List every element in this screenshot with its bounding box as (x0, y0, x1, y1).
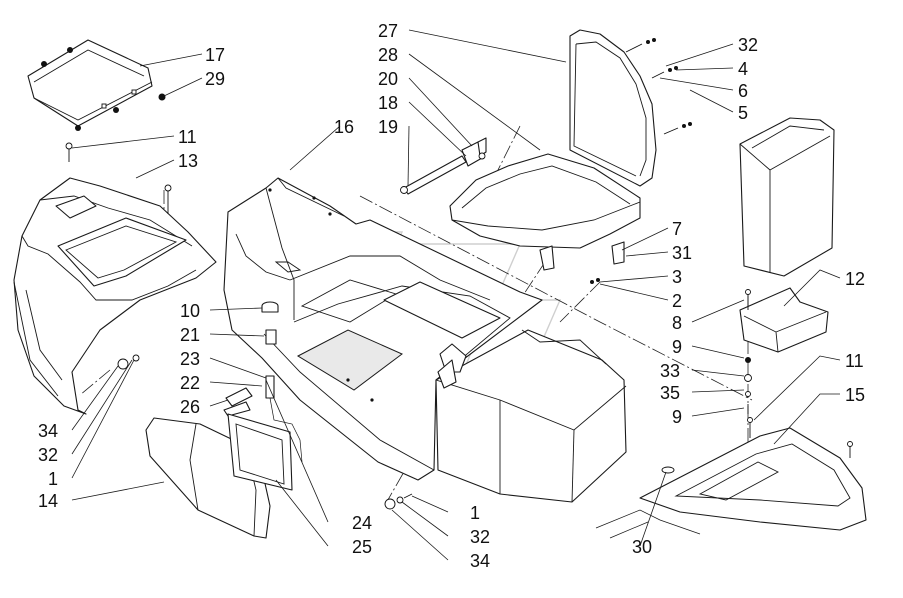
callout-5: 5 (738, 103, 748, 123)
callout-16: 16 (334, 117, 354, 137)
callout-15: 15 (845, 385, 865, 405)
callout-25: 25 (352, 537, 372, 557)
callout-26: 26 (180, 397, 200, 417)
callout-32-left: 32 (38, 445, 58, 465)
part-15-base-plate (595, 417, 867, 539)
callout-29: 29 (205, 69, 225, 89)
part-27-backrest (569, 29, 657, 187)
callout-1-bottom: 1 (470, 503, 480, 523)
callout-labels: 17 29 11 13 16 27 28 20 18 19 32 4 6 5 7… (38, 21, 865, 571)
callout-2: 2 (672, 291, 682, 311)
callout-3: 3 (672, 267, 682, 287)
callout-9-lower: 9 (672, 407, 682, 427)
callout-32-bottom: 32 (470, 527, 490, 547)
part-17-lid-plate (27, 39, 166, 131)
callout-23: 23 (180, 349, 200, 369)
callout-13: 13 (178, 151, 198, 171)
part-20-gas-spring (400, 137, 487, 195)
callout-31: 31 (672, 243, 692, 263)
callout-34-bottom: 34 (470, 551, 490, 571)
callout-22: 22 (180, 373, 200, 393)
leader-lines (71, 29, 841, 561)
callout-33: 33 (660, 361, 680, 381)
part-8-bracket (739, 287, 829, 414)
callout-24: 24 (352, 513, 372, 533)
part-13-left-cover (13, 142, 217, 415)
callout-6: 6 (738, 81, 748, 101)
callout-28: 28 (378, 45, 398, 65)
backrest-bolts (590, 38, 692, 284)
callout-27: 27 (378, 21, 398, 41)
part-16-main-housing (223, 177, 627, 503)
callout-32-top: 32 (738, 35, 758, 55)
callout-8: 8 (672, 313, 682, 333)
callout-18: 18 (378, 93, 398, 113)
callout-1-left: 1 (48, 469, 58, 489)
callout-12: 12 (845, 269, 865, 289)
callout-34-left: 34 (38, 421, 58, 441)
callout-14: 14 (38, 491, 58, 511)
callout-20: 20 (378, 69, 398, 89)
bottom-bolts (384, 493, 413, 510)
callout-19: 19 (378, 117, 398, 137)
callout-10: 10 (180, 301, 200, 321)
callout-9-upper: 9 (672, 337, 682, 357)
part-24-hatch-frame (227, 413, 293, 491)
callout-7: 7 (672, 219, 682, 239)
callout-21: 21 (180, 325, 200, 345)
callout-30: 30 (632, 537, 652, 557)
small-hardware-left (223, 301, 303, 463)
callout-35: 35 (660, 383, 680, 403)
callout-11-right: 11 (845, 351, 864, 371)
callout-11-top: 11 (178, 127, 197, 147)
part-28-seat-cushion (449, 153, 641, 271)
callout-17: 17 (205, 45, 225, 65)
part-12-cushion-block (739, 117, 835, 277)
callout-4: 4 (738, 59, 748, 79)
